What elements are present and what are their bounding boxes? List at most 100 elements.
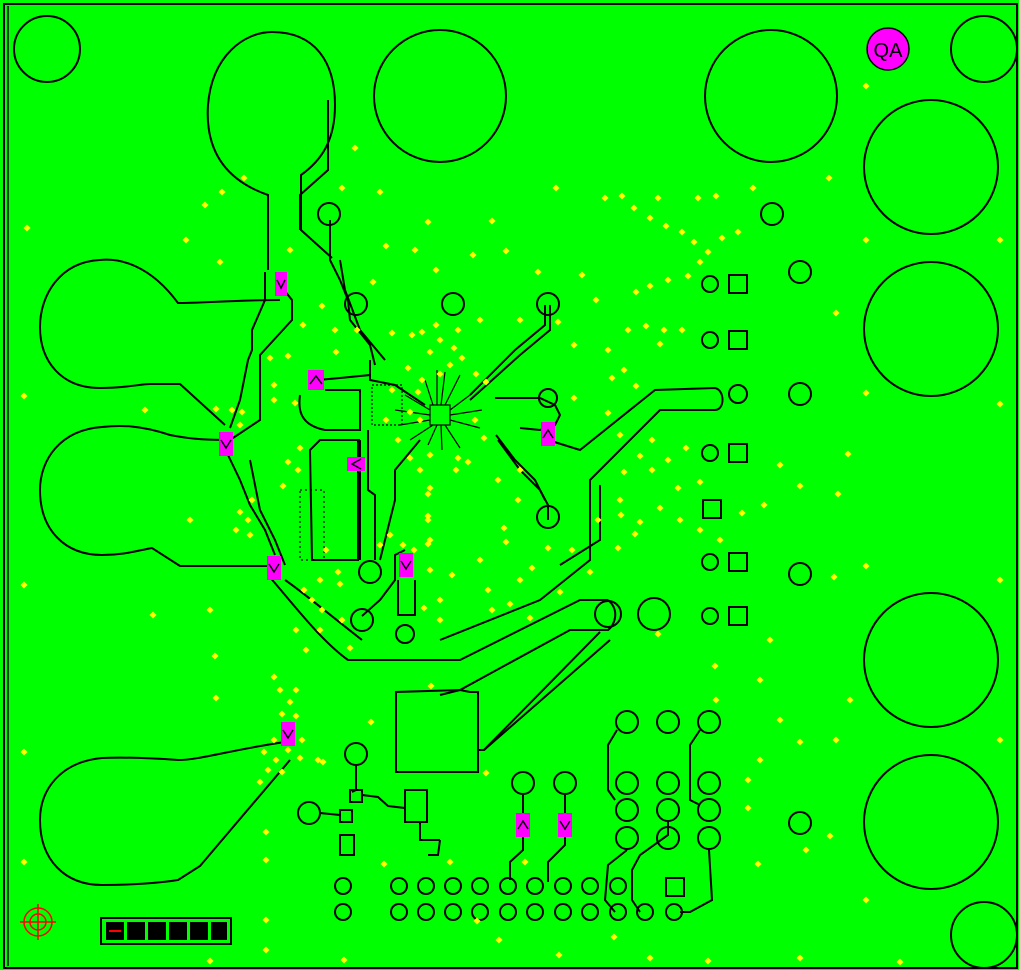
via bbox=[632, 382, 640, 390]
via bbox=[279, 482, 287, 490]
via bbox=[416, 466, 424, 474]
via bbox=[332, 348, 340, 356]
via bbox=[238, 408, 246, 416]
via bbox=[404, 364, 412, 372]
via bbox=[744, 776, 752, 784]
via bbox=[314, 756, 322, 764]
via bbox=[394, 436, 402, 444]
via bbox=[642, 322, 650, 330]
via bbox=[334, 568, 342, 576]
via bbox=[674, 484, 682, 492]
via bbox=[270, 673, 278, 681]
via bbox=[648, 466, 656, 474]
via bbox=[620, 468, 628, 476]
via bbox=[411, 246, 419, 254]
via bbox=[340, 956, 348, 964]
via bbox=[826, 832, 834, 840]
via bbox=[616, 431, 624, 439]
via bbox=[996, 400, 1004, 408]
marker-arrow bbox=[309, 374, 323, 385]
via bbox=[20, 858, 28, 866]
via bbox=[704, 957, 712, 965]
via bbox=[500, 524, 508, 532]
via bbox=[776, 461, 784, 469]
via bbox=[436, 596, 444, 604]
marker-arrow bbox=[220, 439, 232, 450]
component-marker bbox=[558, 813, 572, 837]
via bbox=[516, 466, 524, 474]
marker-arrow bbox=[559, 820, 571, 831]
via bbox=[464, 458, 472, 466]
via bbox=[388, 329, 396, 337]
via bbox=[716, 536, 724, 544]
via bbox=[620, 366, 628, 374]
via bbox=[896, 958, 904, 966]
via bbox=[802, 846, 810, 854]
via bbox=[406, 408, 414, 416]
via bbox=[376, 188, 384, 196]
via bbox=[446, 858, 454, 866]
via bbox=[528, 564, 536, 572]
via bbox=[682, 444, 690, 452]
marker-arrow bbox=[350, 458, 362, 470]
via bbox=[630, 204, 638, 212]
via bbox=[654, 194, 662, 202]
via bbox=[694, 194, 702, 202]
via bbox=[296, 754, 304, 762]
marker-arrow bbox=[517, 819, 529, 830]
via bbox=[418, 376, 426, 384]
via bbox=[760, 501, 768, 509]
via bbox=[436, 370, 444, 378]
via bbox=[20, 392, 28, 400]
via bbox=[316, 626, 324, 634]
via bbox=[426, 566, 434, 574]
via bbox=[514, 496, 522, 504]
via bbox=[830, 573, 838, 581]
via bbox=[300, 586, 308, 594]
via bbox=[424, 490, 432, 498]
via bbox=[240, 174, 248, 182]
via bbox=[206, 957, 214, 965]
via bbox=[555, 951, 563, 959]
via bbox=[756, 756, 764, 764]
via bbox=[414, 388, 422, 396]
via bbox=[346, 644, 354, 652]
via bbox=[296, 444, 304, 452]
via bbox=[424, 540, 432, 548]
via bbox=[284, 458, 292, 466]
via bbox=[632, 288, 640, 296]
via bbox=[646, 954, 654, 962]
via bbox=[149, 611, 157, 619]
via bbox=[568, 546, 576, 554]
via bbox=[796, 954, 804, 962]
via bbox=[482, 769, 490, 777]
component-marker bbox=[399, 553, 413, 577]
stitching-vias bbox=[20, 82, 1004, 966]
via bbox=[353, 326, 361, 334]
via bbox=[308, 596, 316, 604]
via bbox=[648, 436, 656, 444]
marker-arrow bbox=[276, 279, 286, 290]
via bbox=[480, 434, 488, 442]
via bbox=[436, 336, 444, 344]
via bbox=[506, 600, 514, 608]
via bbox=[516, 316, 524, 324]
via bbox=[469, 251, 477, 259]
component-marker bbox=[281, 722, 295, 746]
via bbox=[426, 451, 434, 459]
via bbox=[448, 571, 456, 579]
marker-arrow bbox=[400, 560, 412, 571]
via bbox=[446, 361, 454, 369]
via bbox=[228, 406, 236, 414]
via bbox=[476, 316, 484, 324]
marker-arrow bbox=[282, 729, 294, 740]
via bbox=[316, 576, 324, 584]
via bbox=[270, 381, 278, 389]
via bbox=[212, 694, 220, 702]
via bbox=[696, 258, 704, 266]
via bbox=[592, 296, 600, 304]
via bbox=[236, 508, 244, 516]
via bbox=[262, 946, 270, 954]
component-marker bbox=[541, 422, 555, 446]
